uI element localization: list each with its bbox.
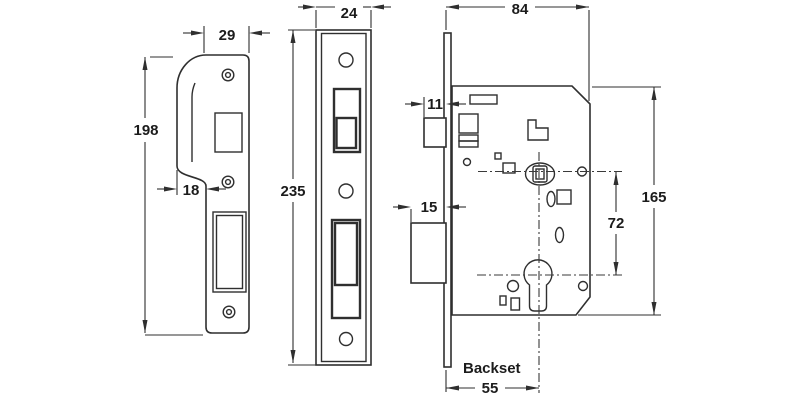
dim-case-width: 84 bbox=[445, 0, 590, 101]
small-stud bbox=[499, 295, 507, 306]
lever-plate bbox=[527, 119, 549, 141]
strike-plate-fold-line bbox=[191, 82, 196, 162]
faceplate-inner-line bbox=[320, 32, 367, 363]
screw-hole bbox=[222, 305, 236, 319]
latch-cutout bbox=[214, 112, 243, 153]
dim-case-height: 165 bbox=[578, 86, 673, 316]
dim-strike-width: 29 bbox=[183, 26, 270, 53]
screw-hole bbox=[221, 175, 235, 189]
dim-faceplate-height: 235 bbox=[276, 29, 317, 366]
dim-label-84: 84 bbox=[512, 1, 529, 18]
dim-label-72: 72 bbox=[608, 215, 625, 232]
fixing-hole bbox=[577, 280, 589, 292]
dim-label-15: 15 bbox=[421, 199, 438, 216]
small-stud bbox=[494, 152, 502, 160]
screw-hole bbox=[221, 68, 235, 82]
forend-strip bbox=[443, 32, 452, 368]
dim-deadbolt-protrusion: 15 bbox=[393, 199, 466, 222]
strike-plate-view: 29 198 18 bbox=[130, 26, 270, 336]
pivot-hole bbox=[506, 279, 520, 293]
dim-strike-lip: 18 bbox=[157, 170, 226, 199]
small-stud bbox=[502, 162, 516, 174]
latch-block bbox=[458, 113, 479, 134]
euro-cylinder-hole bbox=[523, 259, 553, 312]
deadbolt-front bbox=[333, 221, 359, 287]
faceplate-view: 24 235 bbox=[276, 4, 391, 366]
dim-label-235: 235 bbox=[280, 183, 305, 200]
latch-bolt bbox=[423, 117, 447, 148]
screw-hole bbox=[338, 331, 354, 347]
small-stud bbox=[510, 297, 521, 311]
deadbolt bbox=[410, 222, 447, 284]
dim-label-165: 165 bbox=[641, 189, 666, 206]
dim-faceplate-width: 24 bbox=[298, 4, 391, 28]
dim-backset: Backset 55 bbox=[445, 360, 539, 397]
backset-label: Backset bbox=[463, 360, 521, 377]
lock-mechanism bbox=[458, 94, 589, 312]
spindle-hub bbox=[524, 162, 556, 186]
latch-block-band bbox=[458, 140, 479, 148]
spring-slot bbox=[469, 94, 498, 105]
dim-centres: 72 bbox=[601, 172, 631, 275]
screw-hole bbox=[338, 52, 354, 68]
dim-latch-protrusion: 11 bbox=[405, 96, 466, 117]
lock-case-view: 84 11 15 72 bbox=[393, 0, 673, 397]
spring-slot-oval bbox=[546, 190, 556, 208]
dim-label-24: 24 bbox=[341, 5, 358, 22]
lock-body-outline bbox=[451, 85, 591, 316]
dim-label-18: 18 bbox=[183, 182, 200, 199]
dim-strike-height: 198 bbox=[130, 56, 203, 336]
spring-slot-oval bbox=[554, 226, 565, 244]
deadbolt-cutout bbox=[212, 211, 247, 293]
pivot-hole bbox=[462, 157, 472, 167]
dim-label-29: 29 bbox=[219, 27, 236, 44]
dim-label-55: 55 bbox=[482, 380, 499, 397]
strike-plate-outline bbox=[176, 54, 250, 334]
latch-bolt-front bbox=[335, 116, 358, 150]
dim-label-198: 198 bbox=[133, 122, 158, 139]
dim-label-11: 11 bbox=[427, 96, 443, 113]
deadbolt-cutout-inner bbox=[215, 214, 244, 290]
screw-hole bbox=[338, 183, 354, 199]
small-stud bbox=[556, 189, 572, 205]
